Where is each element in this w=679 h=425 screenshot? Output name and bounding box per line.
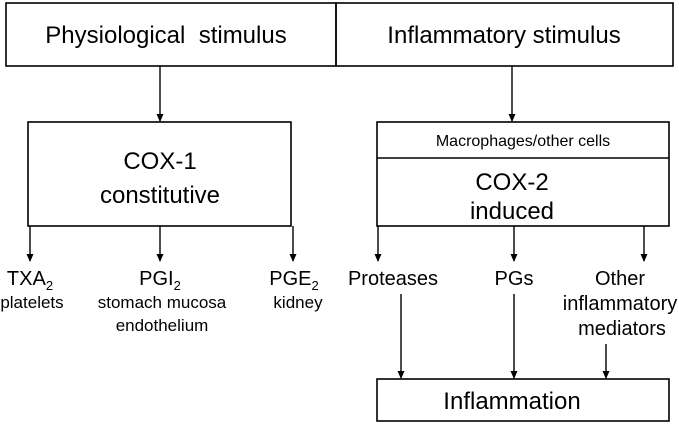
pge2-detail: kidney: [273, 293, 323, 312]
cox2-title: COX-2: [475, 169, 548, 196]
inflammatory-stimulus-box: [335, 2, 674, 67]
pgi2-label: PGI2: [139, 268, 181, 293]
txa2-label: TXA2: [7, 268, 53, 293]
cox2-box: [376, 121, 670, 227]
pgi2-base: PGI: [139, 268, 173, 290]
physiological-stimulus-label: Physiological stimulus: [45, 22, 286, 49]
txa2-detail: platelets: [0, 293, 63, 312]
inflammation-label: Inflammation: [443, 388, 580, 415]
pgi2-detail-2: endothelium: [116, 316, 209, 335]
other-mediators-line-2: inflammatory: [563, 293, 677, 315]
txa2-subscript: 2: [46, 278, 53, 293]
pge2-label: PGE2: [269, 268, 318, 293]
pgs-label: PGs: [495, 268, 534, 290]
cox1-title: COX-1: [123, 148, 196, 175]
cox2-header-label: Macrophages/other cells: [436, 133, 610, 150]
inflammatory-stimulus-label: Inflammatory stimulus: [387, 22, 620, 49]
other-mediators-line-1: Other: [595, 268, 645, 290]
other-mediators-line-3: mediators: [578, 318, 666, 340]
pge2-base: PGE: [269, 268, 311, 290]
pgi2-detail-1: stomach mucosa: [98, 293, 227, 312]
cox2-subtitle: induced: [470, 198, 554, 225]
pge2-subscript: 2: [312, 278, 319, 293]
proteases-label: Proteases: [348, 268, 438, 290]
txa2-base: TXA: [7, 268, 47, 290]
inflammation-box: [376, 378, 670, 422]
cox1-subtitle: constitutive: [100, 182, 220, 209]
pgi2-subscript: 2: [174, 278, 181, 293]
